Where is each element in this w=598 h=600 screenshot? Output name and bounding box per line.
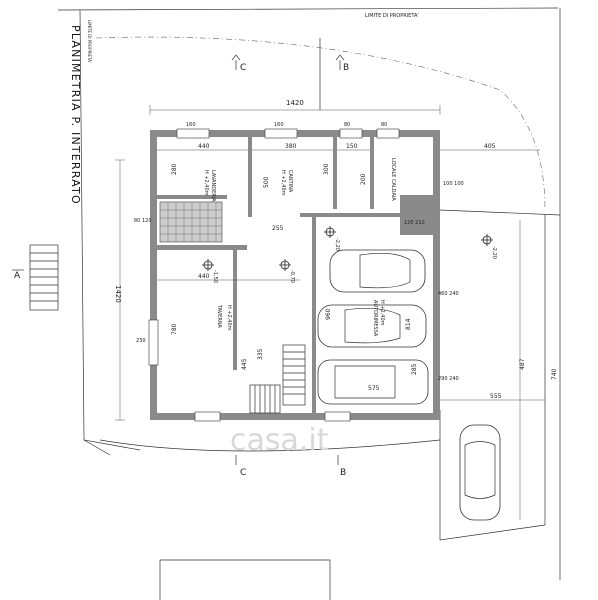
room-lavanderia-height: H +2,40m <box>203 170 209 196</box>
dim-487: 487 <box>519 358 526 370</box>
num-740: 740 <box>551 368 558 380</box>
room-taverna-height: H +2,40m <box>226 305 232 331</box>
building-walls <box>148 128 440 422</box>
plan-title: PLANIMETRIA P. INTERRATO <box>69 25 82 205</box>
room-cantina: CANTINA <box>287 170 293 193</box>
dim-405: 405 <box>484 143 496 150</box>
dim-100-100: 100 100 <box>443 181 464 187</box>
dim-780: 780 <box>171 323 178 335</box>
dim-280: 280 <box>171 163 178 175</box>
dim-460-240: 460 240 <box>438 291 459 297</box>
dim-500: 500 <box>263 176 270 188</box>
level-markers <box>202 226 493 271</box>
car-outside <box>459 424 501 521</box>
dim-room-440: 440 <box>198 143 210 150</box>
room-autorimessa: AUTORIMESSA <box>372 300 378 337</box>
dim-overall-height: 1420 <box>114 285 122 303</box>
property-boundary <box>57 7 561 600</box>
stairs <box>29 244 306 414</box>
dim-overall-width: 1420 <box>286 99 304 107</box>
dim-445: 445 <box>241 358 248 370</box>
bathroom-tiles <box>159 201 223 243</box>
room-autorimessa-height: H +2,40m <box>379 300 385 326</box>
room-cantina-height: H +2,40m <box>280 170 286 196</box>
num-285: 285 <box>411 363 418 375</box>
room-lavanderia: LAVANDERIA <box>210 170 216 202</box>
dim-window-a: 160 <box>186 122 196 128</box>
dim-window-b: 160 <box>274 122 284 128</box>
level-220-a: -2,20 <box>334 238 340 251</box>
section-mark-b-bottom: B <box>340 468 346 478</box>
level-150: -1,50 <box>212 270 218 283</box>
num-814: 814 <box>405 318 412 330</box>
dim-80-120: 80 120 <box>134 218 152 224</box>
dim-440-lower: 440 <box>198 273 210 280</box>
section-mark-a: A <box>14 271 21 281</box>
dim-335: 335 <box>257 348 264 360</box>
boundary-label-left: LIMITE DI PROPRIETA' <box>87 20 92 63</box>
level-070: -0,70 <box>289 270 295 283</box>
num-575: 575 <box>368 385 380 392</box>
room-locale-caldaia: LOCALE CALDAIA <box>390 158 396 201</box>
num-960: 960 <box>325 308 332 320</box>
dim-window-d: 80 <box>381 122 387 128</box>
level-220-b: -2,20 <box>491 246 497 259</box>
car-2 <box>317 304 427 348</box>
dim-200: 200 <box>360 173 367 185</box>
room-taverna: TAVERNA <box>216 304 222 329</box>
dim-290-240: 290 240 <box>438 376 459 382</box>
dim-555: 555 <box>490 393 502 400</box>
dim-120-210: 120 210 <box>404 220 425 226</box>
dim-300: 300 <box>323 163 330 175</box>
car-3 <box>317 359 429 405</box>
section-mark-b-top: B <box>343 63 349 73</box>
section-arrows <box>12 54 345 465</box>
dim-230: 230 <box>136 338 146 344</box>
dim-room-150: 150 <box>346 143 358 150</box>
dim-room-380: 380 <box>285 143 297 150</box>
dimension-lines <box>115 105 545 520</box>
car-1 <box>329 249 426 293</box>
section-mark-c-top: C <box>240 63 246 73</box>
watermark: casa.it <box>230 423 329 458</box>
boundary-label-top: LIMITE DI PROPRIETA' <box>365 13 419 19</box>
section-mark-c-bottom: C <box>240 468 246 478</box>
dim-window-c: 80 <box>344 122 350 128</box>
dim-255: 255 <box>272 225 284 232</box>
